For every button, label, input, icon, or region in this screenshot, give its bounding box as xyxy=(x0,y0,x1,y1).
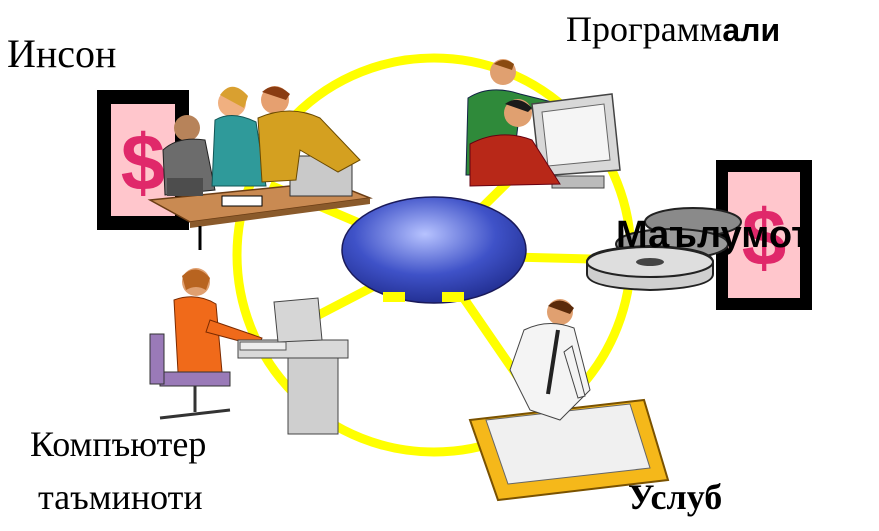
label-data: Маълумот xyxy=(616,214,810,256)
label-inson: Инсон xyxy=(7,31,117,76)
disk-platter-icon: $ xyxy=(586,160,812,310)
label-programs-prefix: Программ xyxy=(566,9,723,49)
drafting-man-icon xyxy=(468,299,670,502)
office-worker-icon xyxy=(149,268,349,435)
svg-text:$: $ xyxy=(121,118,166,207)
meeting-people-icon xyxy=(147,86,373,250)
label-programs-suffix: али xyxy=(722,12,781,48)
label-software-line1: Компъютер xyxy=(30,424,207,464)
label-software-line2: таъминоти xyxy=(38,477,203,517)
label-programs: Программали xyxy=(566,8,780,50)
central-hub xyxy=(341,196,527,304)
label-style: Услуб xyxy=(628,477,723,517)
computer-users-icon xyxy=(465,59,621,189)
svg-text:$: $ xyxy=(742,193,787,282)
